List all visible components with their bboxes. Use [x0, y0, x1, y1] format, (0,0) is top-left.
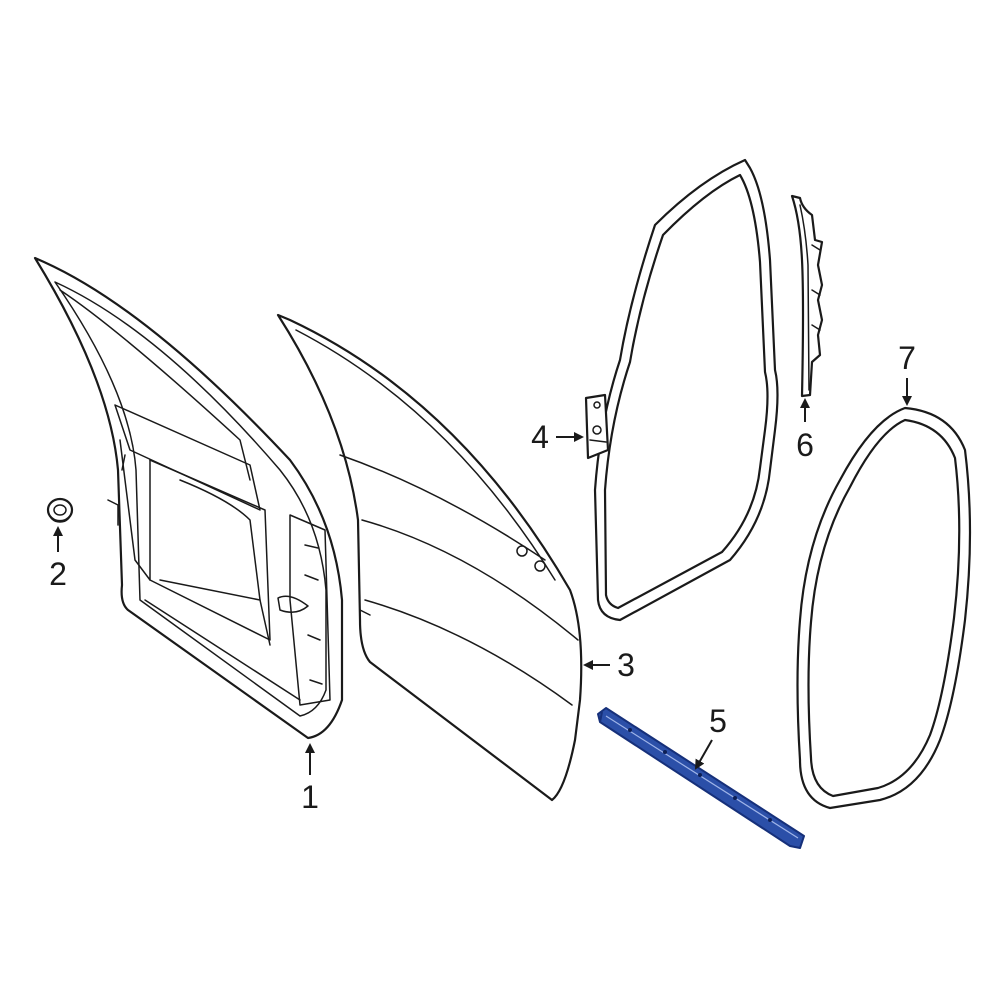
callout-3-label: 3: [617, 647, 635, 683]
weatherstrip-on-door-part[interactable]: [584, 158, 779, 622]
rear-seal-part[interactable]: [790, 194, 824, 398]
callout-2: 2: [49, 526, 67, 592]
callout-4-label: 4: [531, 419, 549, 455]
plug-part[interactable]: [46, 497, 74, 523]
callout-3: 3: [583, 647, 635, 683]
callout-6: 6: [796, 398, 814, 463]
callout-7-label: 7: [898, 340, 916, 376]
callout-1: 1: [301, 743, 319, 815]
callout-5: 5: [695, 703, 727, 770]
body-weatherstrip-part[interactable]: [796, 406, 972, 810]
door-shell-part[interactable]: [33, 256, 344, 740]
callout-7: 7: [898, 340, 916, 406]
callout-6-label: 6: [796, 427, 814, 463]
callout-4: 4: [531, 419, 584, 455]
callout-5-label: 5: [709, 703, 727, 739]
lower-seal-part[interactable]: [597, 707, 805, 849]
callout-2-label: 2: [49, 556, 67, 592]
outer-panel-part[interactable]: [276, 313, 583, 802]
callout-1-label: 1: [301, 779, 319, 815]
